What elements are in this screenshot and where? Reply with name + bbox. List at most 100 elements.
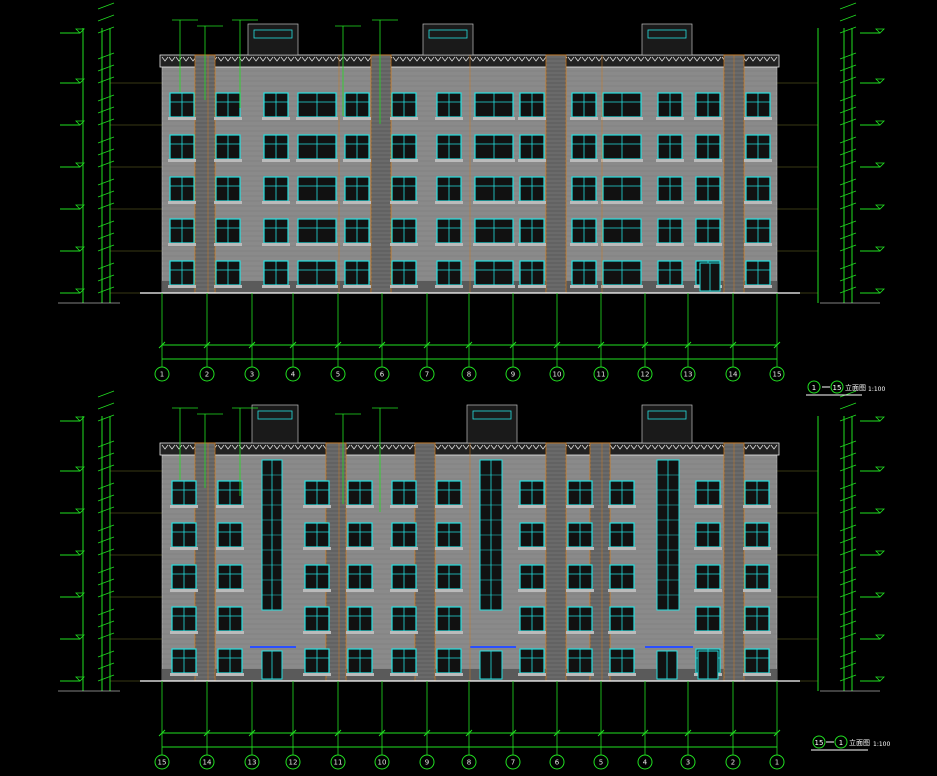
dim-tick <box>839 536 857 544</box>
dim-tick <box>97 94 115 102</box>
window-sill <box>296 201 338 204</box>
window-sill <box>343 159 371 162</box>
eave-pattern <box>581 444 589 450</box>
dim-tick <box>97 148 115 156</box>
window-sill <box>435 285 463 288</box>
axis-label: 10 <box>553 371 562 379</box>
window-sill <box>390 201 418 204</box>
eave-pattern <box>455 56 463 62</box>
dim-tick <box>465 341 473 349</box>
window-sill <box>608 631 636 634</box>
axis-bubble <box>330 754 346 770</box>
axis-bubble <box>199 754 215 770</box>
eave-pattern <box>315 56 323 62</box>
dim-tick <box>553 729 561 737</box>
dim-tick <box>729 341 737 349</box>
window-sill <box>435 673 463 676</box>
window-sill <box>518 285 546 288</box>
dim-tick <box>97 566 115 574</box>
window-sill <box>346 673 374 676</box>
window-sill <box>346 589 374 592</box>
dim-tick <box>97 232 115 240</box>
dim-tick <box>509 729 517 737</box>
window-sill <box>601 159 643 162</box>
eave-pattern <box>658 56 666 62</box>
window-sill <box>518 159 546 162</box>
axis-bubble <box>419 754 435 770</box>
level-triangle <box>75 416 85 422</box>
dim-tick <box>334 341 342 349</box>
window-sill <box>216 589 244 592</box>
axis-label: 5 <box>599 759 603 767</box>
eave-pattern <box>623 56 631 62</box>
eave-pattern <box>322 56 330 62</box>
level-triangle <box>875 676 885 682</box>
eave-pattern <box>686 444 694 450</box>
window-sill <box>694 589 722 592</box>
axis-label: 9 <box>511 371 515 379</box>
window-sill <box>296 285 338 288</box>
eave-pattern <box>308 56 316 62</box>
window-sill <box>435 505 463 508</box>
eave-pattern <box>392 56 400 62</box>
eave-pattern <box>637 56 645 62</box>
eave-pattern <box>511 444 519 450</box>
title-right-axis: 15 <box>833 384 842 392</box>
window-sill <box>694 117 722 120</box>
title-suffix: 立面图 <box>849 738 870 747</box>
eave-pattern <box>294 56 302 62</box>
axis-label: 15 <box>773 371 782 379</box>
axis-label: 8 <box>467 371 471 379</box>
eave-pattern <box>609 444 617 450</box>
eave-pattern <box>168 56 176 62</box>
window-sill <box>435 243 463 246</box>
dim-tick <box>839 548 857 556</box>
axis-bubble <box>285 366 301 382</box>
axis-bubble <box>461 754 477 770</box>
window-sill <box>473 201 515 204</box>
dim-tick <box>839 232 857 240</box>
level-triangle <box>75 162 85 168</box>
window-sill <box>168 201 196 204</box>
dim-tick <box>203 341 211 349</box>
eave-pattern <box>245 444 253 450</box>
axis-label: 13 <box>684 371 693 379</box>
window-sill <box>390 589 418 592</box>
eave-pattern <box>651 56 659 62</box>
window-sill <box>168 243 196 246</box>
axis-bubble <box>637 366 653 382</box>
eave-pattern <box>245 56 253 62</box>
dim-tick <box>158 341 166 349</box>
dim-tick <box>97 262 115 270</box>
dim-tick <box>97 674 115 682</box>
eave-pattern <box>665 56 673 62</box>
dim-tick <box>97 506 115 514</box>
window-sill <box>170 547 198 550</box>
dim-tick <box>97 118 115 126</box>
eave-pattern <box>175 56 183 62</box>
window-sill <box>303 505 331 508</box>
dim-tick <box>97 494 115 502</box>
window-sill <box>170 673 198 676</box>
dim-tick <box>839 494 857 502</box>
axis-bubble <box>769 366 785 382</box>
level-triangle <box>75 204 85 210</box>
window-sill <box>744 243 772 246</box>
eave-pattern <box>175 444 183 450</box>
window-sill <box>303 631 331 634</box>
level-triangle <box>875 28 885 34</box>
dim-tick <box>97 620 115 628</box>
level-triangle <box>875 120 885 126</box>
level-triangle <box>875 592 885 598</box>
dim-tick <box>839 76 857 84</box>
dim-tick <box>509 341 517 349</box>
eave-pattern <box>350 444 358 450</box>
axis-bubble <box>637 754 653 770</box>
eave-pattern <box>525 56 533 62</box>
eave-pattern <box>679 444 687 450</box>
axis-label: 13 <box>248 759 257 767</box>
dim-tick <box>839 402 857 410</box>
dim-tick <box>97 106 115 114</box>
window-sill <box>566 505 594 508</box>
